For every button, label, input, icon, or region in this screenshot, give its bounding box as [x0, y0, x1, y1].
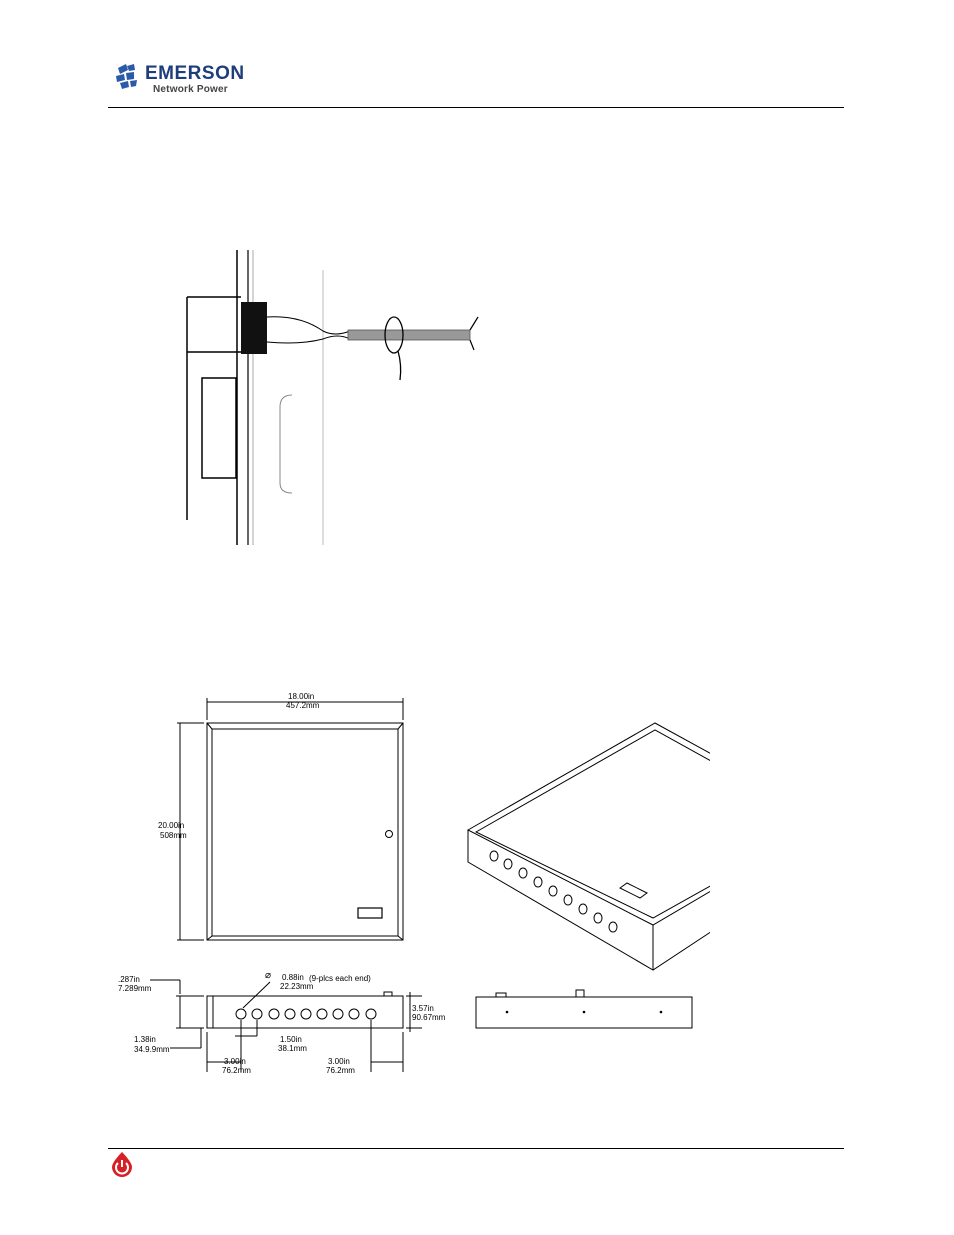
diameter-symbol: ⌀ [265, 970, 271, 981]
enclosure-dimension-drawing: 18.00in 457.2mm 20.00in 508mm [110, 680, 710, 1080]
rear-side-view [476, 990, 692, 1028]
height-dimension: 20.00in [158, 821, 184, 830]
knockout-note: (9-plcs each end) [309, 974, 371, 983]
isometric-view [468, 723, 710, 970]
emerson-globe-icon [112, 62, 142, 92]
brand-subtitle: Network Power [153, 84, 228, 95]
side-view [150, 980, 422, 1072]
front-view [177, 698, 403, 940]
cable-gland [241, 302, 267, 354]
offset-a-mm: 7.289mm [118, 984, 152, 993]
offset-a: .287in [118, 975, 140, 984]
cable-jacket [348, 330, 470, 340]
brand-name: EMERSON [145, 63, 245, 85]
width-dimension: 18.00in [288, 692, 314, 701]
cable-entry-drawing [110, 245, 510, 550]
end-right-dimension: 3.00in [328, 1057, 350, 1066]
depth-mm: 90.67mm [412, 1013, 446, 1022]
emerson-logo: EMERSON Network Power [112, 60, 262, 100]
header-rule [108, 107, 844, 108]
power-drop-icon [109, 1151, 135, 1177]
knockout-holes [236, 1009, 376, 1019]
end-left-mm: 76.2mm [222, 1066, 251, 1075]
offset-b: 1.38in [134, 1035, 156, 1044]
footer-rule [108, 1148, 844, 1149]
pitch-mm: 38.1mm [278, 1044, 307, 1053]
end-right-mm: 76.2mm [326, 1066, 355, 1075]
depth-dimension: 3.57in [412, 1004, 434, 1013]
pitch-dimension: 1.50in [280, 1035, 302, 1044]
offset-b-mm: 34.9.9mm [134, 1045, 170, 1054]
end-left-dimension: 3.00in [224, 1057, 246, 1066]
knockout-diameter-mm: 22.23mm [280, 982, 314, 991]
height-mm: 508mm [160, 831, 187, 840]
knockout-diameter: 0.88in [282, 973, 304, 982]
width-mm: 457.2mm [286, 701, 320, 710]
